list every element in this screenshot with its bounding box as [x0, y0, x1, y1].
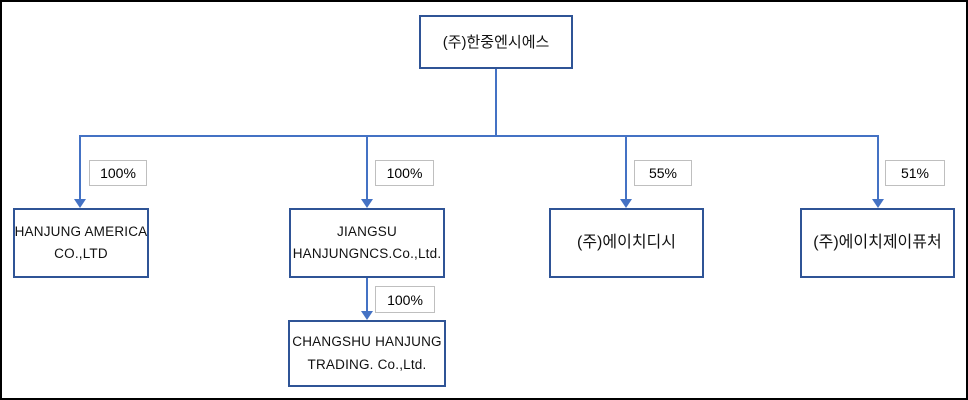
ownership-value: 100%: [386, 165, 423, 181]
parent-company-label: (주)한중엔시에스: [442, 33, 550, 51]
org-box-hdc: (주)에이치디시: [549, 208, 704, 278]
ownership-value: 55%: [648, 165, 678, 181]
connector-root-stem: [495, 69, 497, 135]
company-label-line: CO.,LTD: [54, 246, 108, 261]
connector-drop-1: [79, 135, 81, 199]
ownership-label-changshu: 100%: [375, 286, 435, 313]
company-label-line: (주)에이치디시: [577, 233, 676, 251]
org-box-parent-company: (주)한중엔시에스: [419, 15, 573, 69]
company-label-line: TRADING. Co.,Ltd.: [307, 356, 427, 372]
arrow-down-icon: [872, 199, 884, 208]
org-box-jiangsu-hanjungncs: JIANGSU HANJUNGNCS.Co.,Ltd.: [289, 208, 445, 278]
arrow-down-icon: [361, 311, 373, 320]
company-label-line: CHANGSHU HANJUNG: [292, 334, 442, 350]
ownership-label-jiangsu: 100%: [375, 160, 434, 186]
ownership-value: 51%: [900, 165, 930, 181]
company-label-line: (주)에이치제이퓨처: [813, 233, 942, 251]
org-box-hjfuture: (주)에이치제이퓨처: [800, 208, 955, 278]
ownership-value: 100%: [100, 165, 136, 181]
arrow-down-icon: [620, 199, 632, 208]
ownership-label-hdc: 55%: [634, 160, 692, 186]
arrow-down-icon: [74, 199, 86, 208]
org-box-hanjung-america: HANJUNG AMERICA CO.,LTD: [13, 208, 149, 278]
arrow-down-icon: [361, 199, 373, 208]
connector-drop-2: [366, 135, 368, 199]
ownership-label-hanjung-america: 100%: [89, 160, 147, 186]
ownership-label-hjfuture: 51%: [885, 160, 945, 186]
company-label-line: HANJUNGNCS.Co.,Ltd.: [292, 246, 442, 261]
ownership-value: 100%: [387, 291, 423, 308]
company-label-line: HANJUNG AMERICA: [14, 223, 148, 239]
company-label-line: JIANGSU: [337, 223, 397, 239]
connector-drop-4: [877, 135, 879, 199]
connector-distributor: [79, 135, 879, 137]
connector-jiangsu-changshu: [366, 278, 368, 311]
connector-drop-3: [625, 135, 627, 199]
org-box-changshu-hanjung-trading: CHANGSHU HANJUNG TRADING. Co.,Ltd.: [288, 320, 446, 387]
